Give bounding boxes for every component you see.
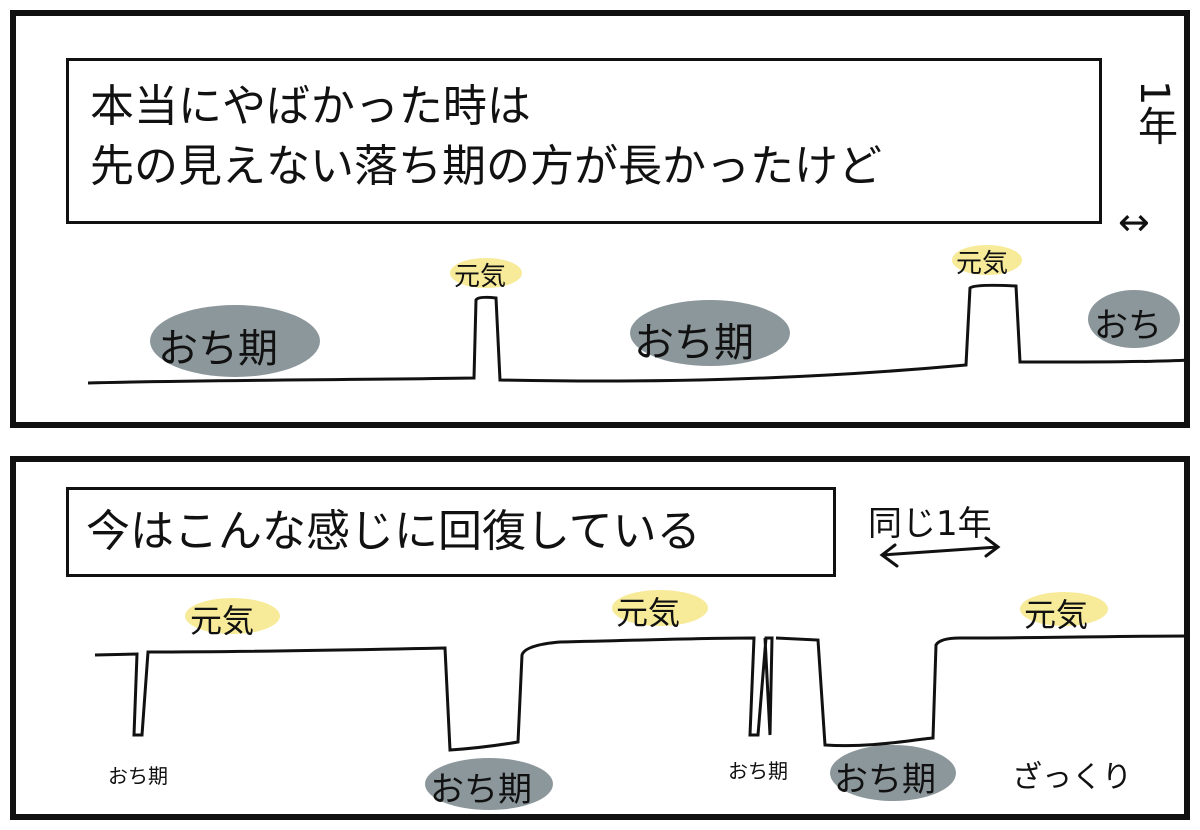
genki-label: 元気 (616, 594, 681, 632)
rough-label: ざっくり (1012, 760, 1132, 795)
mood-line-past (87, 283, 1191, 385)
ochiki-label: おち期 (834, 760, 936, 800)
ochiki-label: おち期 (158, 326, 278, 372)
ochiki-label: おち期 (634, 320, 754, 366)
ochiki-label: おち期 (430, 770, 532, 810)
ochi-label: おち (1094, 306, 1162, 346)
genki-label: 元気 (956, 249, 1009, 279)
year-arrow: ↔ (1118, 200, 1150, 244)
caption-line-1: 本当にやばかった時は (90, 81, 531, 132)
genki-label: 元気 (190, 602, 255, 640)
genki-label: 元気 (454, 262, 507, 292)
same-year-label: 同じ1年 (868, 504, 992, 544)
caption-box-1 (66, 58, 1102, 224)
ochiki-label-small: おち期 (728, 759, 788, 783)
caption-line-2: 先の見えない落ち期の方が長かったけど (90, 141, 882, 192)
genki-label: 元気 (1024, 596, 1089, 634)
ochiki-label-small: おち期 (108, 764, 168, 788)
same-year-arrow (879, 536, 1001, 568)
caption-2: 今はこんな感じに回復している (86, 506, 701, 557)
year-label: 1年 (1131, 80, 1177, 146)
mood-line-now (94, 634, 1191, 752)
caption-box-2 (66, 487, 836, 577)
